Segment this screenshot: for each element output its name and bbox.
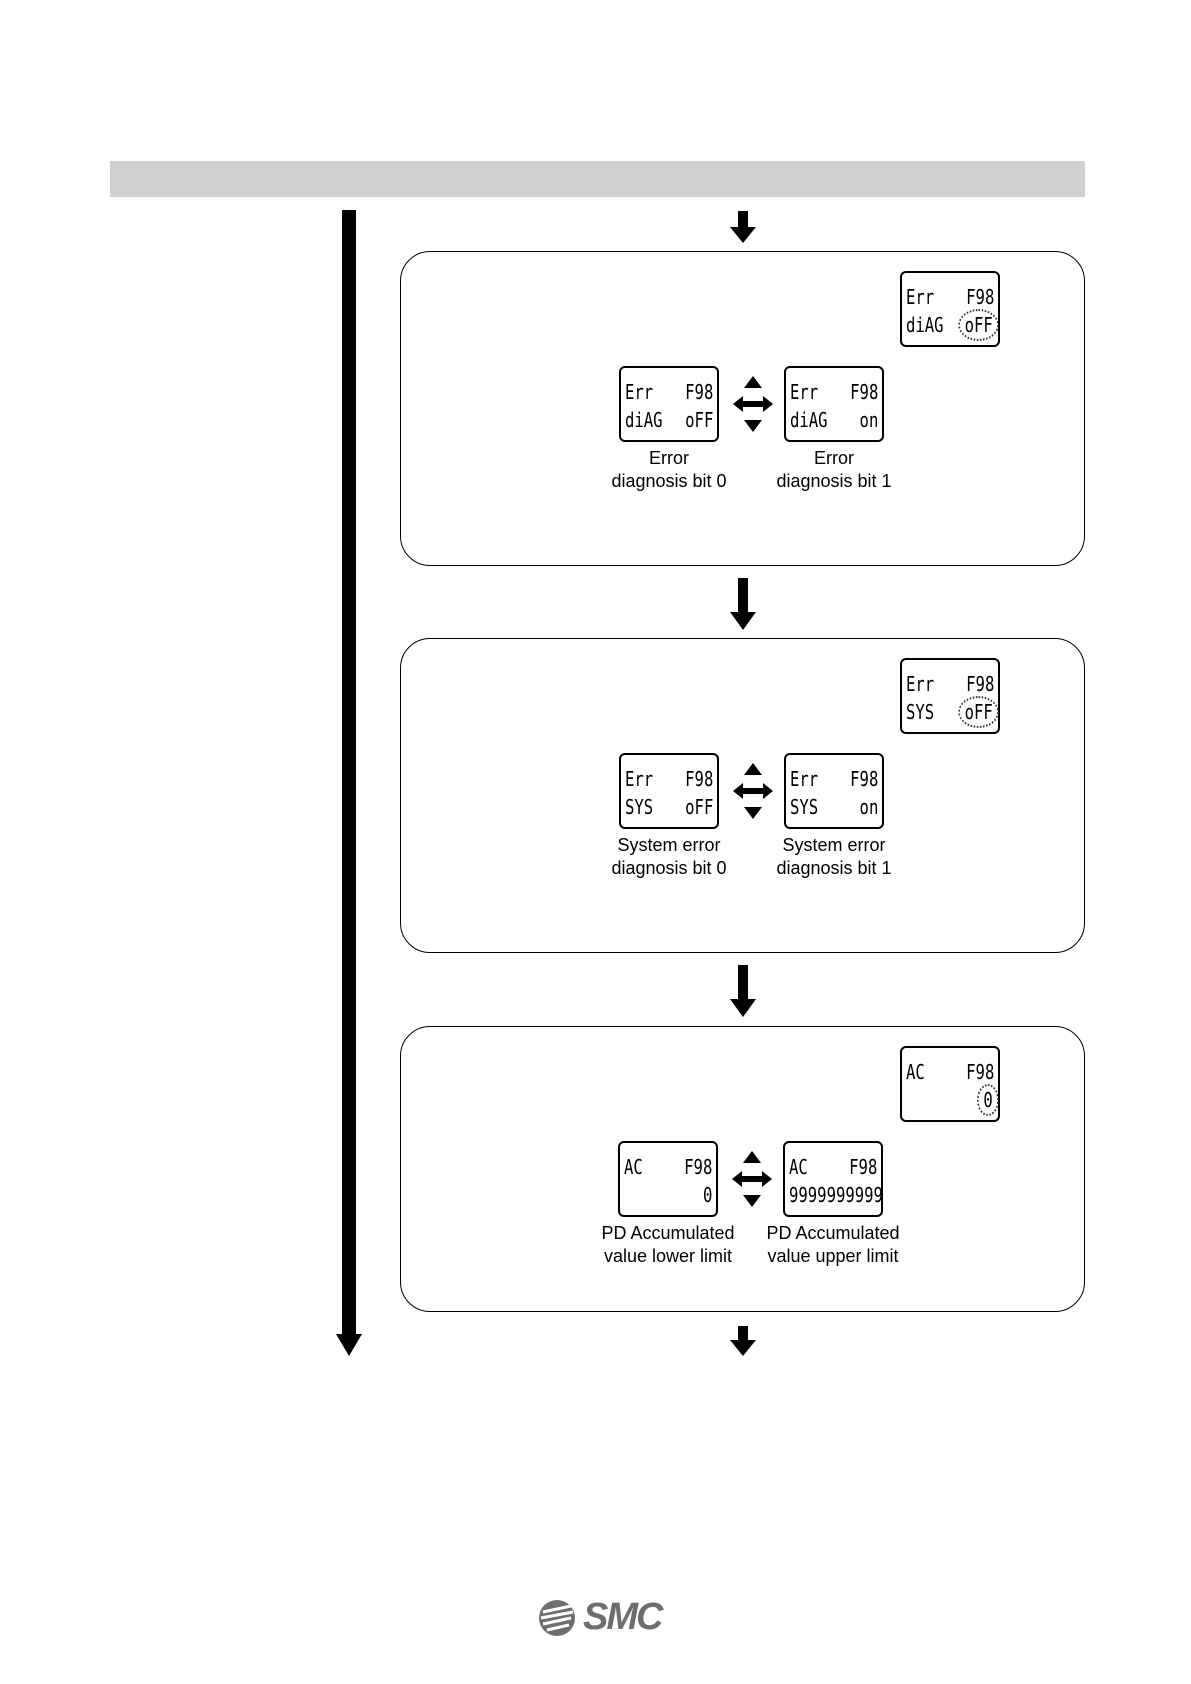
up-down-arrow-icon bbox=[732, 1151, 772, 1207]
flow-arrow-down-icon bbox=[730, 1326, 756, 1356]
section-header-bar bbox=[110, 161, 1085, 197]
up-down-arrow-icon bbox=[733, 763, 773, 819]
flow-arrow-down-icon bbox=[730, 211, 756, 243]
smc-logo: SMC bbox=[535, 1596, 663, 1639]
flow-arrow-down-icon bbox=[730, 578, 756, 630]
smc-logo-mark-icon bbox=[539, 1599, 575, 1636]
flow-arrow-down-icon bbox=[730, 965, 756, 1017]
up-down-arrow-icon bbox=[733, 376, 773, 432]
